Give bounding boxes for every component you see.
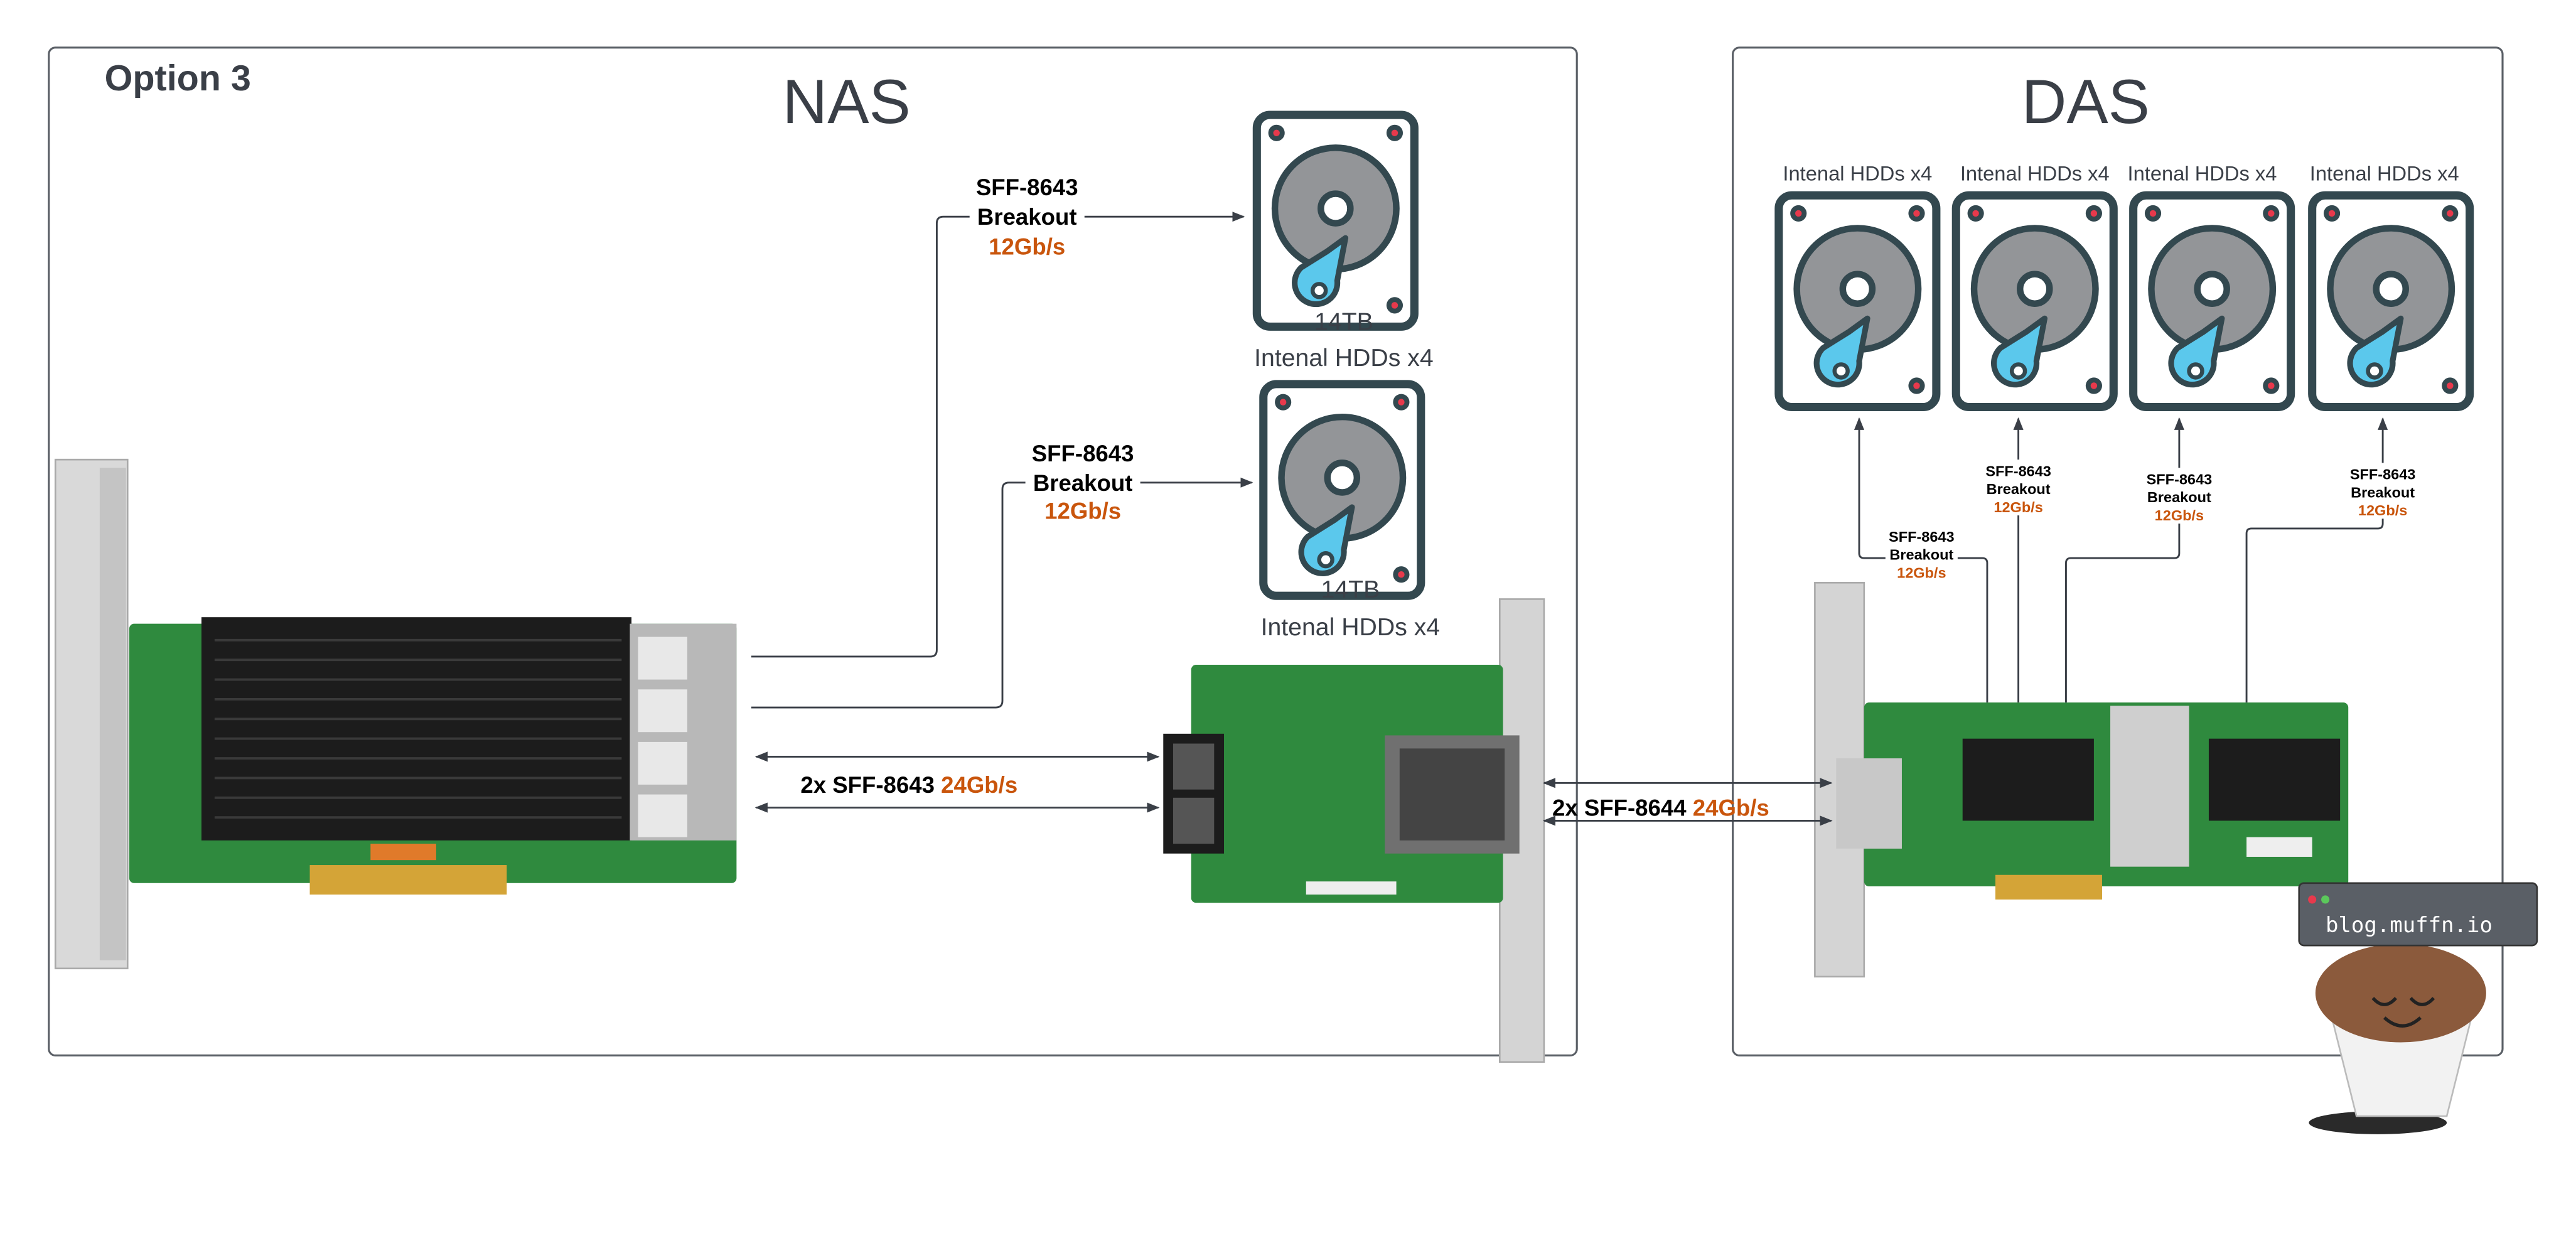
link-speed: 24Gb/s <box>1693 795 1769 821</box>
link-speed: 12Gb/s <box>1994 499 2042 515</box>
nas-hba-card <box>54 458 737 970</box>
link-type: Breakout <box>1987 481 2051 497</box>
internal-link-label: 2x SFF-8643 24Gb/s <box>800 772 1017 798</box>
connector-line <box>751 212 1245 658</box>
link-speed: 12Gb/s <box>2155 507 2204 524</box>
link-connector: SFF-8643 <box>1889 529 1955 545</box>
link-speed: 24Gb/s <box>941 772 1017 798</box>
hdd-icon <box>2133 195 2291 407</box>
hdd-label: Intenal HDDs x4 <box>2310 162 2459 185</box>
link-type: Breakout <box>1033 470 1133 496</box>
hdd-label: Intenal HDDs x4 <box>1261 613 1441 641</box>
link-connector: SFF-8643 <box>2147 471 2213 487</box>
link-type: Breakout <box>1889 547 1953 563</box>
connector-line <box>751 477 1253 709</box>
hdd-label: Intenal HDDs x4 <box>2128 162 2277 185</box>
external-link-label: 2x SFF-8644 24Gb/s <box>1552 795 1769 821</box>
hdd-label: Intenal HDDs x4 <box>1783 162 1932 185</box>
link-speed: 12Gb/s <box>2358 502 2407 519</box>
sff8643-to-sff8644-adapter <box>1163 598 1545 1063</box>
link-speed: 12Gb/s <box>1897 564 1946 581</box>
option-label: Option 3 <box>105 58 251 99</box>
hdd-capacity: 14TB <box>1314 308 1373 336</box>
hdd-icon <box>1779 195 1936 407</box>
link-type: Breakout <box>2351 484 2415 500</box>
link-type: Breakout <box>2147 489 2211 505</box>
hdd-icon <box>1956 195 2113 407</box>
das-title: DAS <box>2022 67 2150 137</box>
hdd-icon <box>2312 195 2470 407</box>
hdd-capacity: 14TB <box>1321 576 1380 603</box>
nas-box <box>48 46 1578 1056</box>
adaptec-expander-card <box>1814 581 2349 978</box>
link-connector: SFF-8643 <box>2350 466 2416 483</box>
watermark-text: blog.muffn.io <box>2326 913 2493 938</box>
hdd-icon <box>1264 384 1421 596</box>
link-prefix: 2x SFF-8644 <box>1552 795 1687 821</box>
link-type: Breakout <box>977 204 1077 230</box>
link-connector: SFF-8643 <box>976 175 1078 200</box>
muffin-logo: blog.muffn.io <box>2298 882 2538 1134</box>
hdd-label: Intenal HDDs x4 <box>1254 344 1434 372</box>
connector-line <box>2245 417 2388 703</box>
link-speed: 12Gb/s <box>989 234 1065 259</box>
link-speed: 12Gb/s <box>1044 498 1121 524</box>
link-prefix: 2x SFF-8643 <box>800 772 935 798</box>
connector-line <box>2065 417 2184 703</box>
hdd-icon <box>1257 115 1414 326</box>
link-connector: SFF-8643 <box>1032 441 1134 466</box>
hdd-label: Intenal HDDs x4 <box>1960 162 2110 185</box>
das-drives: Intenal HDDs x4 Intenal HDDs x4 Intenal … <box>1779 162 2470 407</box>
link-connector: SFF-8643 <box>1985 463 2051 479</box>
nas-title: NAS <box>782 67 910 137</box>
das-box <box>1732 46 2504 1056</box>
